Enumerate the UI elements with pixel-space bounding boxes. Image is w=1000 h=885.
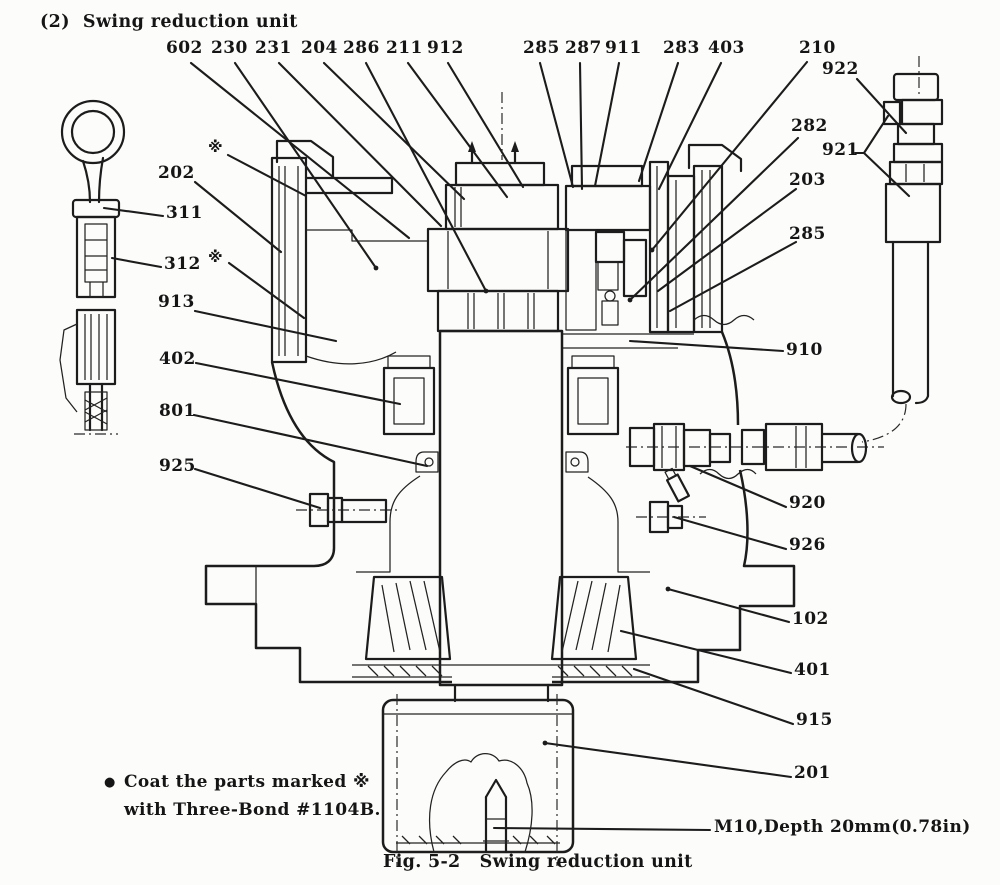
figure-caption: Fig. 5-2 Swing reduction unit: [383, 852, 693, 872]
plug-right: [636, 467, 706, 534]
callout-913: 913: [158, 292, 195, 312]
callout-202: 202: [158, 163, 195, 183]
callout-287: 287: [565, 38, 602, 58]
lower-bearings: [364, 575, 638, 661]
callout-311: 311: [166, 203, 203, 223]
dipstick-drawing: [59, 99, 126, 435]
callout-211: 211: [386, 38, 423, 58]
callout-201: 201: [794, 763, 831, 783]
callout-910: 910: [786, 340, 823, 360]
callout-921: 921: [822, 140, 859, 160]
seal-clips: [415, 451, 589, 473]
section-heading: (2) Swing reduction unit: [40, 12, 298, 32]
callout-283: 283: [663, 38, 700, 58]
callout-401: 401: [794, 660, 831, 680]
output-shaft: [438, 329, 564, 703]
pipe-fitting-assembly: [626, 422, 884, 472]
callout-285: 285: [789, 224, 826, 244]
callout-231: 231: [255, 38, 292, 58]
callout-402: 402: [159, 349, 196, 369]
motor-side-assembly: [562, 143, 743, 349]
callout-403: 403: [708, 38, 745, 58]
upper-bearings: [382, 355, 620, 436]
shim-band: [352, 664, 650, 678]
callout-925: 925: [159, 456, 196, 476]
carrier-stack: [426, 92, 570, 333]
callout-282: 282: [791, 116, 828, 136]
callout-312: 312: [164, 254, 201, 274]
bullet-icon: ●: [104, 775, 116, 790]
coating-note: ● Coat the parts marked ※ with Three-Bon…: [104, 772, 381, 820]
callout-285-top: 285: [523, 38, 560, 58]
level-plug-left: [296, 492, 400, 528]
coat-mark-top: ※: [208, 138, 223, 156]
callout-102: 102: [792, 609, 829, 629]
coat-mark-bottom: ※: [208, 248, 223, 266]
thread-depth-note: M10,Depth 20mm(0.78in): [714, 817, 971, 837]
reduction-unit-drawing: [204, 92, 884, 866]
callout-915: 915: [796, 710, 833, 730]
callout-926: 926: [789, 535, 826, 555]
coating-note-line2: with Three-Bond #1104B.: [124, 800, 381, 820]
callout-911: 911: [605, 38, 642, 58]
hose-drawing: [861, 56, 944, 443]
callout-286: 286: [343, 38, 380, 58]
callout-801: 801: [159, 401, 196, 421]
housing-outline: [204, 314, 796, 684]
callout-203: 203: [789, 170, 826, 190]
callout-922: 922: [822, 59, 859, 79]
shaft-end-block: [381, 694, 575, 866]
callout-230: 230: [211, 38, 248, 58]
callout-210: 210: [799, 38, 836, 58]
ring-gear-plate: [270, 139, 428, 365]
coating-note-line1: Coat the parts marked ※: [124, 772, 370, 792]
callout-204: 204: [301, 38, 338, 58]
callout-920: 920: [789, 493, 826, 513]
callout-912: 912: [427, 38, 464, 58]
callout-602: 602: [166, 38, 203, 58]
